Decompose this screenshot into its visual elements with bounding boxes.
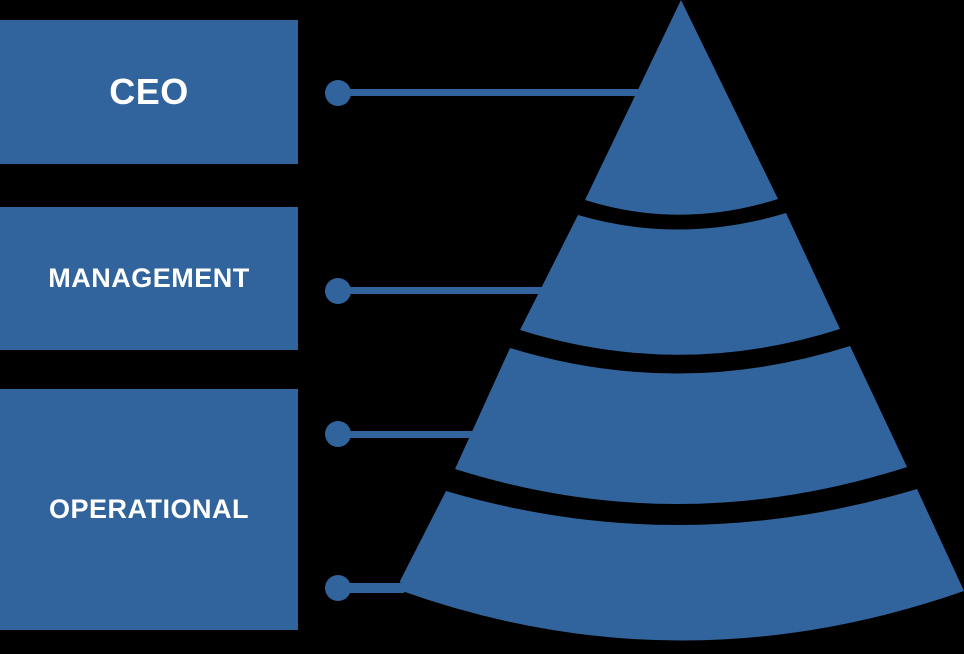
pyramid-tier-4 [400, 489, 964, 641]
pyramid-tier-3 [455, 346, 907, 505]
level-label-management: MANAGEMENT [48, 263, 250, 293]
connector-operational-upper [325, 421, 472, 447]
level-box-ceo: CEO [0, 20, 298, 164]
connector-ceo [325, 80, 638, 106]
connector-operational-lower [325, 575, 404, 601]
level-label-ceo: CEO [109, 71, 189, 112]
connector-management [325, 278, 543, 304]
level-label-operational: OPERATIONAL [49, 494, 249, 524]
pyramid-tier-1 [585, 0, 778, 215]
level-box-operational: OPERATIONAL [0, 389, 298, 630]
level-box-management: MANAGEMENT [0, 207, 298, 350]
pyramid-tier-2 [520, 213, 840, 355]
